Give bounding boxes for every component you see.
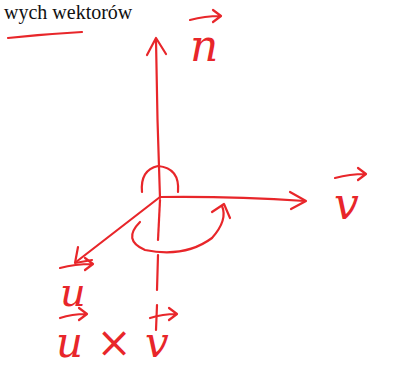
vector-mark xyxy=(60,258,93,270)
underline-stroke xyxy=(8,32,82,38)
vector-mark xyxy=(150,308,177,320)
vector-label: n xyxy=(190,24,218,68)
axis-line xyxy=(158,200,160,240)
cross-product-label: u × v xyxy=(56,322,169,364)
vector-mark xyxy=(335,168,366,180)
arrow-head xyxy=(290,192,306,209)
rotation-arc xyxy=(132,206,224,252)
arrow-head xyxy=(212,204,230,218)
rotation-arc xyxy=(142,166,178,192)
v-vector xyxy=(160,197,305,201)
heading-fragment: wych wektorów xyxy=(4,2,132,22)
arrow-head xyxy=(147,38,166,55)
u-vector xyxy=(76,197,160,262)
axis-line xyxy=(157,255,158,290)
vector-label: u xyxy=(60,272,86,312)
vector-mark xyxy=(190,10,221,22)
n-vector xyxy=(156,40,160,198)
vector-label: v xyxy=(334,182,359,226)
